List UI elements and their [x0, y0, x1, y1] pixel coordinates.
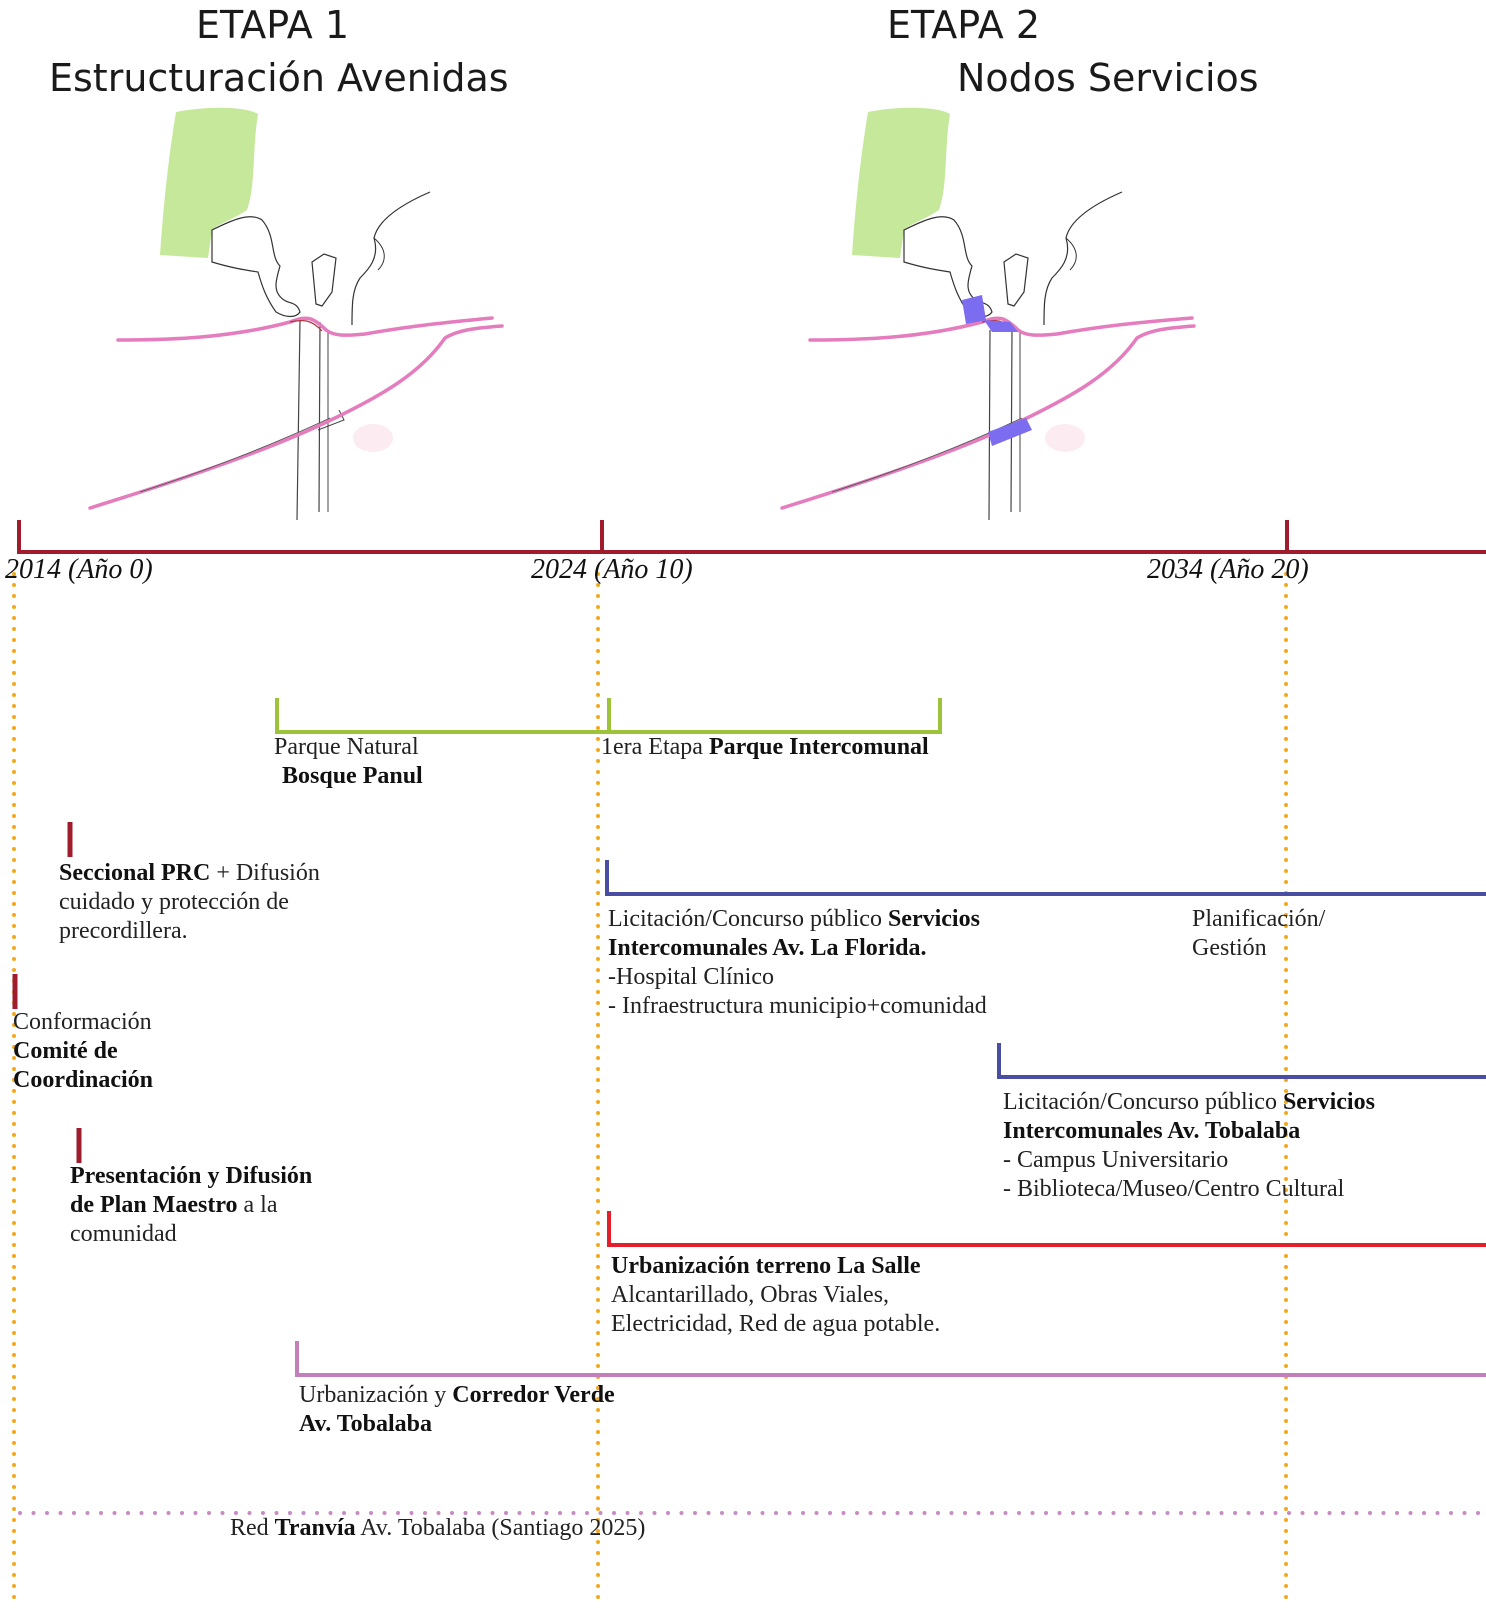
- park-brackets: [275, 698, 942, 734]
- item-seccional-prc: Seccional PRC + Difusión cuidado y prote…: [59, 860, 320, 944]
- etapa1-map: [88, 107, 504, 521]
- service-node-1: [962, 295, 986, 324]
- corridor-bracket: [295, 1341, 1486, 1377]
- road-upper: [116, 316, 494, 342]
- green-park-area: [852, 107, 950, 259]
- item-presentacion-plan: Presentación y Difusión de Plan Maestro …: [70, 1163, 313, 1247]
- services-brackets: [605, 860, 1486, 1079]
- tick-label-2024: 2024 (Año 10): [531, 554, 693, 585]
- tick-label-2014: 2014 (Año 0): [5, 554, 153, 585]
- hill-outline-2: [373, 237, 385, 271]
- item-planificacion: Planificación/ Gestión: [1192, 906, 1326, 961]
- item-parque-natural: Parque Natural Bosque Panul: [274, 734, 423, 789]
- item-tranvia: Red Tranvía Av. Tobalaba (Santiago 2025): [230, 1515, 646, 1541]
- urban-outline: [903, 216, 993, 318]
- etapa1-title: ETAPA 1: [196, 3, 350, 47]
- road-diagonal: [780, 324, 1196, 510]
- tick-label-2034: 2034 (Año 20): [1147, 554, 1309, 585]
- item-la-salle: Urbanización terreno La Salle Alcantaril…: [611, 1253, 941, 1337]
- item-comite-coordinacion: Conformación Comité de Coordinación: [13, 1009, 154, 1093]
- hill-outline: [1043, 191, 1123, 326]
- road-diagonal: [88, 324, 504, 510]
- timeline-axis: [17, 520, 1486, 554]
- item-servicios-tobalaba: Licitación/Concurso público Servicios In…: [1003, 1089, 1375, 1202]
- item-parque-intercomunal: 1era Etapa Parque Intercomunal: [601, 734, 929, 760]
- hill-outline: [351, 191, 431, 326]
- item-corredor-verde: Urbanización y Corredor Verde Av. Tobala…: [299, 1382, 615, 1437]
- urban-outline-2: [1003, 253, 1029, 307]
- la-salle-bracket: [607, 1211, 1486, 1247]
- etapa1-subtitle: Estructuración Avenidas: [49, 56, 509, 100]
- green-park-area: [160, 107, 258, 259]
- road-upper: [808, 316, 1194, 342]
- item-servicios-la-florida: Licitación/Concurso público Servicios In…: [608, 906, 987, 1019]
- etapa2-map: [780, 107, 1196, 521]
- etapa2-subtitle: Nodos Servicios: [957, 56, 1259, 100]
- milestone-ticks: [12, 822, 82, 1163]
- service-node-3: [988, 418, 1032, 446]
- urban-outline-2: [311, 253, 337, 307]
- etapa2-title: ETAPA 2: [887, 3, 1041, 47]
- urban-outline: [211, 216, 301, 318]
- service-node-2: [984, 320, 1018, 332]
- year-guides: [12, 572, 1288, 1606]
